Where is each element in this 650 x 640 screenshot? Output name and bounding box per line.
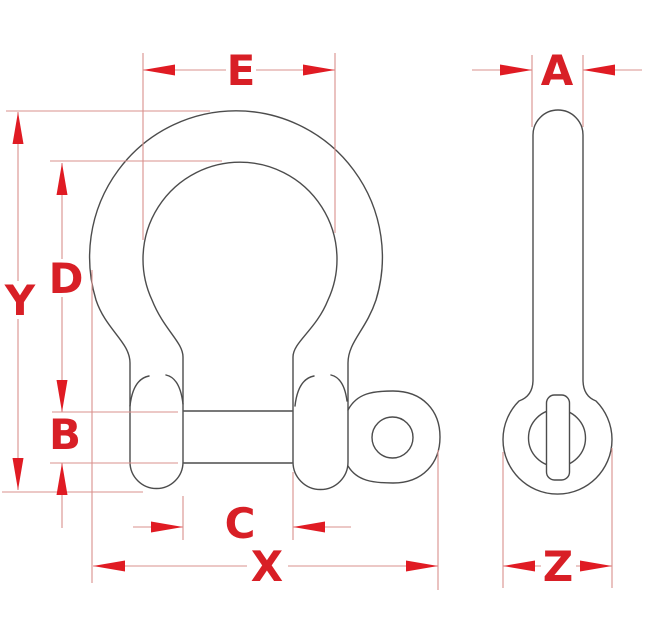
arrowhead-e-left bbox=[143, 64, 175, 76]
dimension-Y: Y bbox=[4, 112, 36, 490]
dimension-C: C bbox=[133, 499, 351, 548]
arrowhead-c-left bbox=[151, 521, 183, 533]
arrowhead-z-left bbox=[503, 560, 535, 572]
arrowhead-e-right bbox=[303, 64, 335, 76]
dim-label-b: B bbox=[49, 410, 81, 459]
dimension-X: X bbox=[93, 542, 438, 591]
dim-label-a: A bbox=[541, 46, 574, 95]
dim-label-y: Y bbox=[4, 276, 36, 325]
arrowhead-z-right bbox=[580, 560, 612, 572]
dimension-B: B bbox=[49, 410, 81, 528]
dim-label-c: C bbox=[225, 499, 256, 548]
pin-shaft-edges bbox=[183, 410, 293, 464]
dim-label-z: Z bbox=[543, 542, 573, 591]
dimension-Z: Z bbox=[503, 542, 612, 591]
dim-label-x: X bbox=[251, 542, 283, 591]
pin-eye-head bbox=[347, 390, 441, 484]
front-view bbox=[88, 110, 441, 491]
arrowhead-d-bottom bbox=[56, 380, 68, 412]
arrowhead-b-up bbox=[56, 463, 68, 495]
dimension-D: D bbox=[49, 163, 84, 412]
pin-slot-head bbox=[545, 394, 571, 481]
shackle-side-profile bbox=[502, 109, 613, 495]
dimensions: E A Y D B bbox=[2, 46, 642, 591]
dimension-A: A bbox=[472, 46, 642, 95]
pin-boss-arcs bbox=[129, 374, 348, 407]
arrowhead-y-bottom bbox=[12, 458, 24, 490]
pin-eye-hole bbox=[371, 416, 414, 459]
arrowhead-d-top bbox=[56, 163, 68, 195]
dimension-E: E bbox=[143, 46, 335, 95]
arrowhead-c-right bbox=[293, 521, 325, 533]
arrowhead-a-left bbox=[500, 64, 532, 76]
arrowhead-a-right bbox=[583, 64, 615, 76]
side-view bbox=[502, 109, 613, 495]
dim-label-d: D bbox=[49, 254, 84, 303]
arrowhead-y-top bbox=[12, 112, 24, 144]
arrowhead-x-right bbox=[406, 560, 438, 572]
shackle-bow-outline bbox=[88, 110, 384, 491]
arrowhead-x-left bbox=[93, 560, 125, 572]
dim-label-e: E bbox=[227, 46, 256, 95]
extension-lines bbox=[2, 53, 613, 590]
